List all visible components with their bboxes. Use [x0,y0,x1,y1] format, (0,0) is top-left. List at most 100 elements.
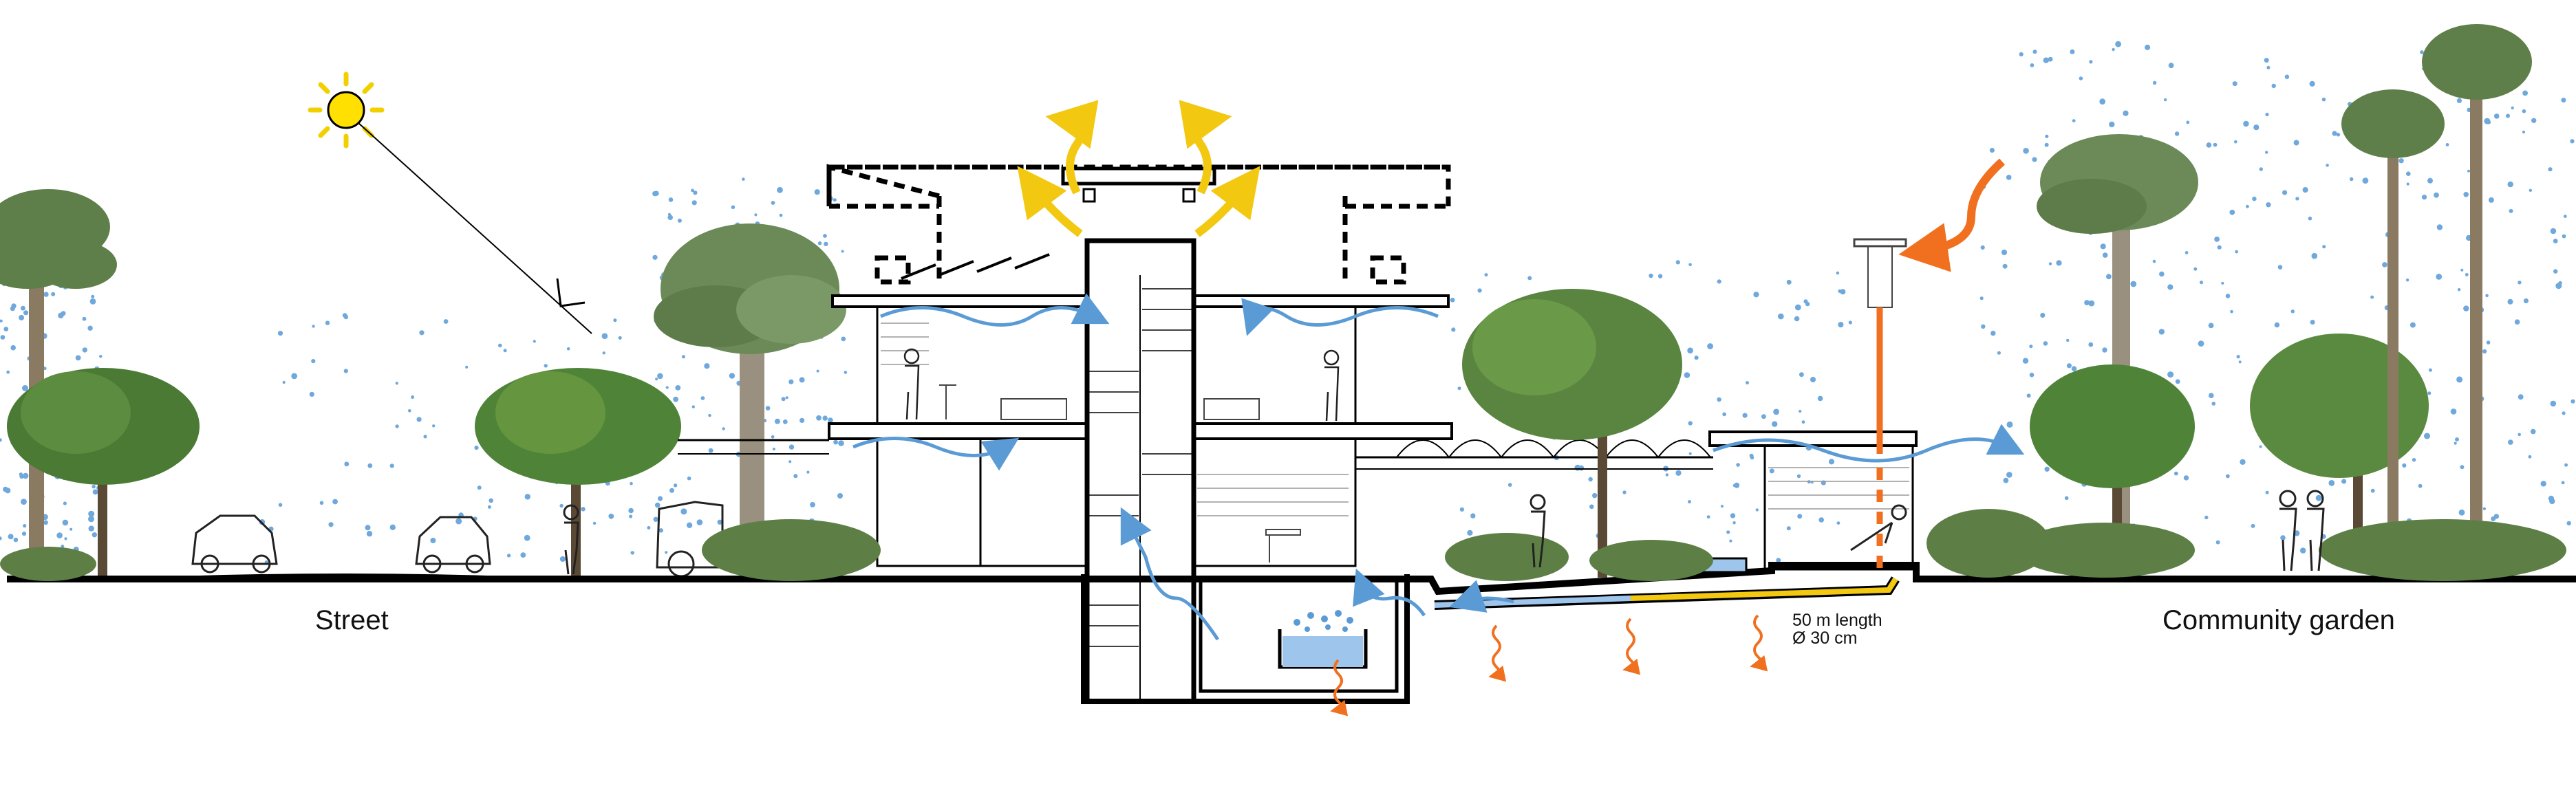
humidity-dot [291,373,298,380]
humidity-dot [1755,508,1759,512]
humidity-dot [328,522,334,527]
humidity-dot [2006,472,2012,478]
humidity-dot [21,499,27,505]
humidity-dot [810,502,815,507]
humidity-dot [816,369,819,373]
person-icon [1530,494,1546,568]
humidity-dot [742,177,745,181]
humidity-dot [2044,142,2049,147]
person-icon [2306,490,2325,571]
humidity-dot [2290,309,2295,314]
humidity-dot [2259,167,2263,171]
tree-street-1 [7,368,200,578]
humidity-dot [691,188,694,193]
humidity-dot [788,460,792,463]
humidity-dot [608,513,614,519]
humidity-dot [2293,140,2299,146]
humidity-dot [2518,281,2522,285]
humidity-dot [1981,324,1986,329]
humidity-dot [2460,465,2465,470]
humidity-dot [2282,190,2288,195]
humidity-dot [2311,252,2318,259]
building [678,164,1918,704]
humidity-dot [2548,495,2554,502]
humidity-dot [43,520,48,525]
humidity-dot [2463,305,2469,312]
humidity-dot [1688,421,1693,426]
humidity-dot [628,507,634,514]
humidity-dot [56,532,63,538]
humidity-dot [325,320,330,325]
humidity-dot [2213,142,2218,147]
humidity-dot [2570,139,2575,144]
humidity-dot [2455,437,2459,441]
humidity-dot [2174,131,2180,136]
humidity-dot [731,205,736,210]
humidity-dot [2022,358,2029,364]
car-icon [191,514,278,574]
humidity-dot [51,292,56,296]
humidity-dot [1722,412,1726,417]
humidity-dot [423,435,427,439]
humidity-dot [524,494,530,500]
humidity-dot [2456,376,2463,383]
humidity-dot [668,197,674,202]
humidity-dot [1688,263,1692,267]
humidity-dot [2225,294,2231,298]
humidity-dot [1622,490,1627,494]
humidity-dot [1732,521,1736,525]
humidity-dot [2493,113,2500,119]
humidity-dot [21,532,27,536]
humidity-dot [92,489,98,495]
humidity-dot [601,333,608,340]
humidity-dot [657,496,663,501]
humidity-dot [667,212,672,216]
humidity-dot [2561,481,2565,485]
humidity-dot [1799,409,1802,413]
humidity-dot [2566,521,2571,526]
humidity-dot [785,396,788,400]
humidity-dot [344,461,350,467]
humidity-dot [658,528,663,533]
humidity-dot [2485,294,2489,298]
humidity-dot [2427,177,2433,184]
humidity-dot [823,234,827,238]
person-icon [2279,490,2297,571]
humidity-dot [2450,408,2457,415]
humidity-dot [342,313,347,318]
exhaust-arrows [1017,100,1260,237]
humidity-dot [2482,349,2487,354]
humidity-dot [1818,517,1824,523]
humidity-dot [1707,343,1714,349]
humidity-dot [2167,284,2174,290]
humidity-dot [665,386,669,389]
humidity-dot [700,396,705,400]
humidity-dot [2434,192,2439,198]
humidity-dot [408,409,411,413]
humidity-dot [771,435,775,439]
humidity-dot [2486,340,2491,345]
humidity-dot [2511,106,2514,110]
humidity-dot [717,519,722,525]
humidity-dot [2183,475,2189,481]
humidity-dot [416,417,422,422]
humidity-dot [2564,463,2568,467]
humidity-dot [0,536,2,541]
humidity-dot [2089,60,2093,64]
humidity-dot [2406,182,2409,186]
humidity-dot [681,355,685,359]
humidity-dot [88,510,95,517]
humidity-dot [1675,470,1682,476]
humidity-dot [729,373,736,379]
humidity-dot [765,406,771,411]
humidity-dot [75,355,81,361]
humidity-dot [319,501,324,505]
humidity-dot [691,405,695,408]
humidity-dot [2152,80,2157,85]
humidity-dot [691,200,697,206]
humidity-dot [771,201,775,205]
humidity-dot [817,241,822,245]
humidity-dot [2493,514,2499,519]
humidity-dot [654,502,661,508]
humidity-dot [2099,98,2106,105]
